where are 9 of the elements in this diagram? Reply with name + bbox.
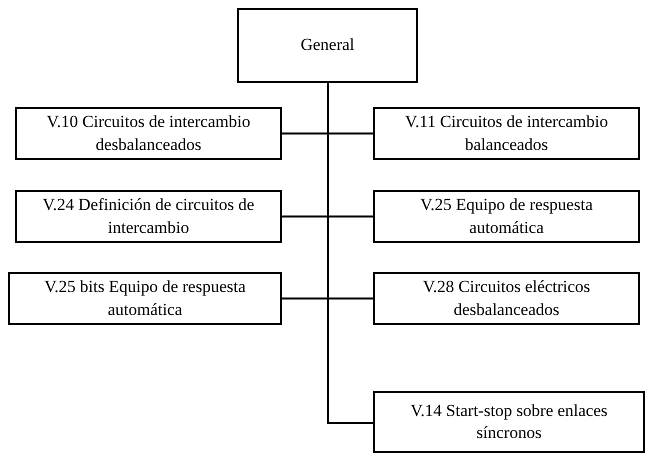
standard-box: V.24 Definición de circuitos de intercambio: [15, 190, 282, 243]
connector-line: [327, 83, 373, 424]
root-box: General: [237, 8, 418, 83]
standard-box: V.28 Circuitos eléctricos desbalanceados: [373, 272, 640, 325]
standard-box: V.11 Circuitos de intercambio balanceados: [373, 107, 640, 160]
standard-box: V.25 Equipo de respuesta automática: [373, 190, 640, 243]
standard-box: V.10 Circuitos de intercambio desbalanceados: [15, 107, 282, 160]
standard-box: V.14 Start-stop sobre enlaces síncronos: [373, 391, 645, 453]
standard-box: V.25 bits Equipo de respuesta automática: [8, 272, 282, 325]
